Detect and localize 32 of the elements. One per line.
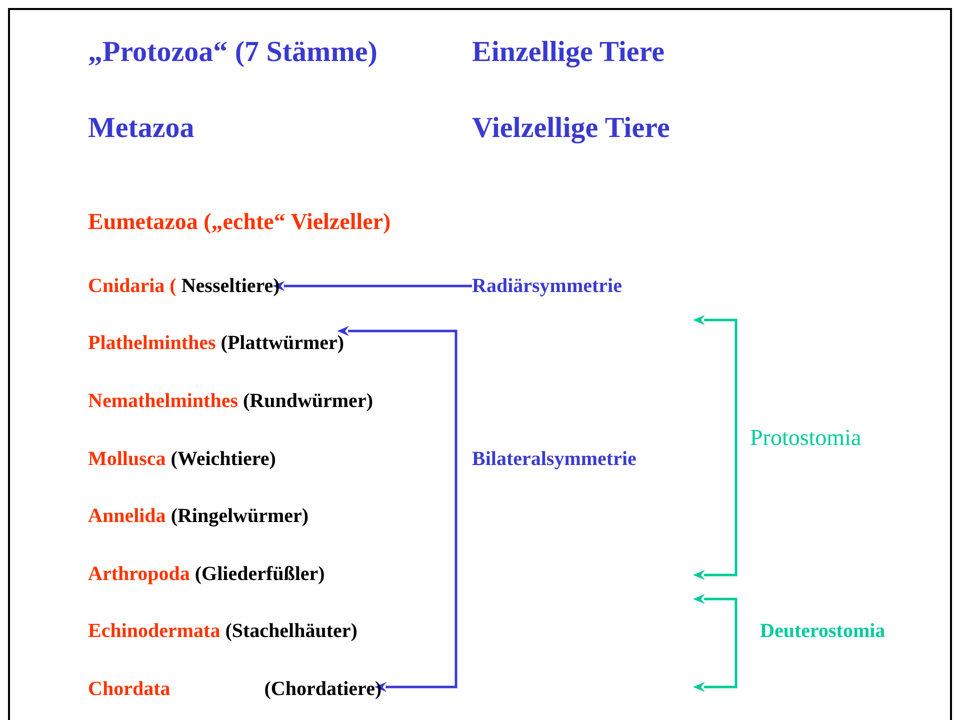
common-name: (Chordatiere)	[264, 677, 382, 702]
common-name: Nesseltiere)	[181, 274, 280, 299]
phylum-name: Echinodermata	[88, 619, 220, 644]
common-name: (Plattwürmer)	[220, 331, 344, 356]
heading-text: Metazoa	[88, 114, 194, 143]
phylum-name: Nemathelminthes	[88, 389, 238, 414]
heading-text: Eumetazoa („echte“ Vielzeller)	[88, 210, 391, 233]
common-name: (Rundwürmer)	[242, 389, 373, 414]
heading-text: Vielzellige Tiere	[472, 114, 670, 143]
phylum-name: Cnidaria (	[88, 274, 176, 299]
phylum-name: Plathelminthes	[88, 331, 216, 356]
phylum-name: Mollusca	[88, 447, 166, 472]
arrow	[693, 594, 738, 631]
common-name: (Stachelhäuter)	[225, 619, 358, 644]
arrow	[693, 438, 738, 580]
group-label: Bilateralsymmetrie	[472, 447, 636, 472]
phylum-name: Chordata	[88, 677, 170, 702]
arrow	[693, 631, 738, 692]
group-label: Protostomia	[750, 424, 862, 452]
heading-text: „Protozoa“ (7 Stämme)	[88, 38, 378, 67]
phylum-name: Annelida	[88, 504, 166, 529]
arrow	[272, 281, 474, 291]
arrow	[337, 326, 458, 459]
arrow	[693, 315, 738, 438]
common-name: (Ringelwürmer)	[170, 504, 309, 529]
phylum-name: Arthropoda	[88, 562, 190, 587]
group-label: Radiärsymmetrie	[472, 274, 622, 299]
heading-text: Einzellige Tiere	[472, 38, 665, 67]
group-label: Deuterostomia	[760, 619, 886, 644]
common-name: (Gliederfüßler)	[194, 562, 325, 587]
arrow	[374, 459, 458, 692]
common-name: (Weichtiere)	[170, 447, 276, 472]
